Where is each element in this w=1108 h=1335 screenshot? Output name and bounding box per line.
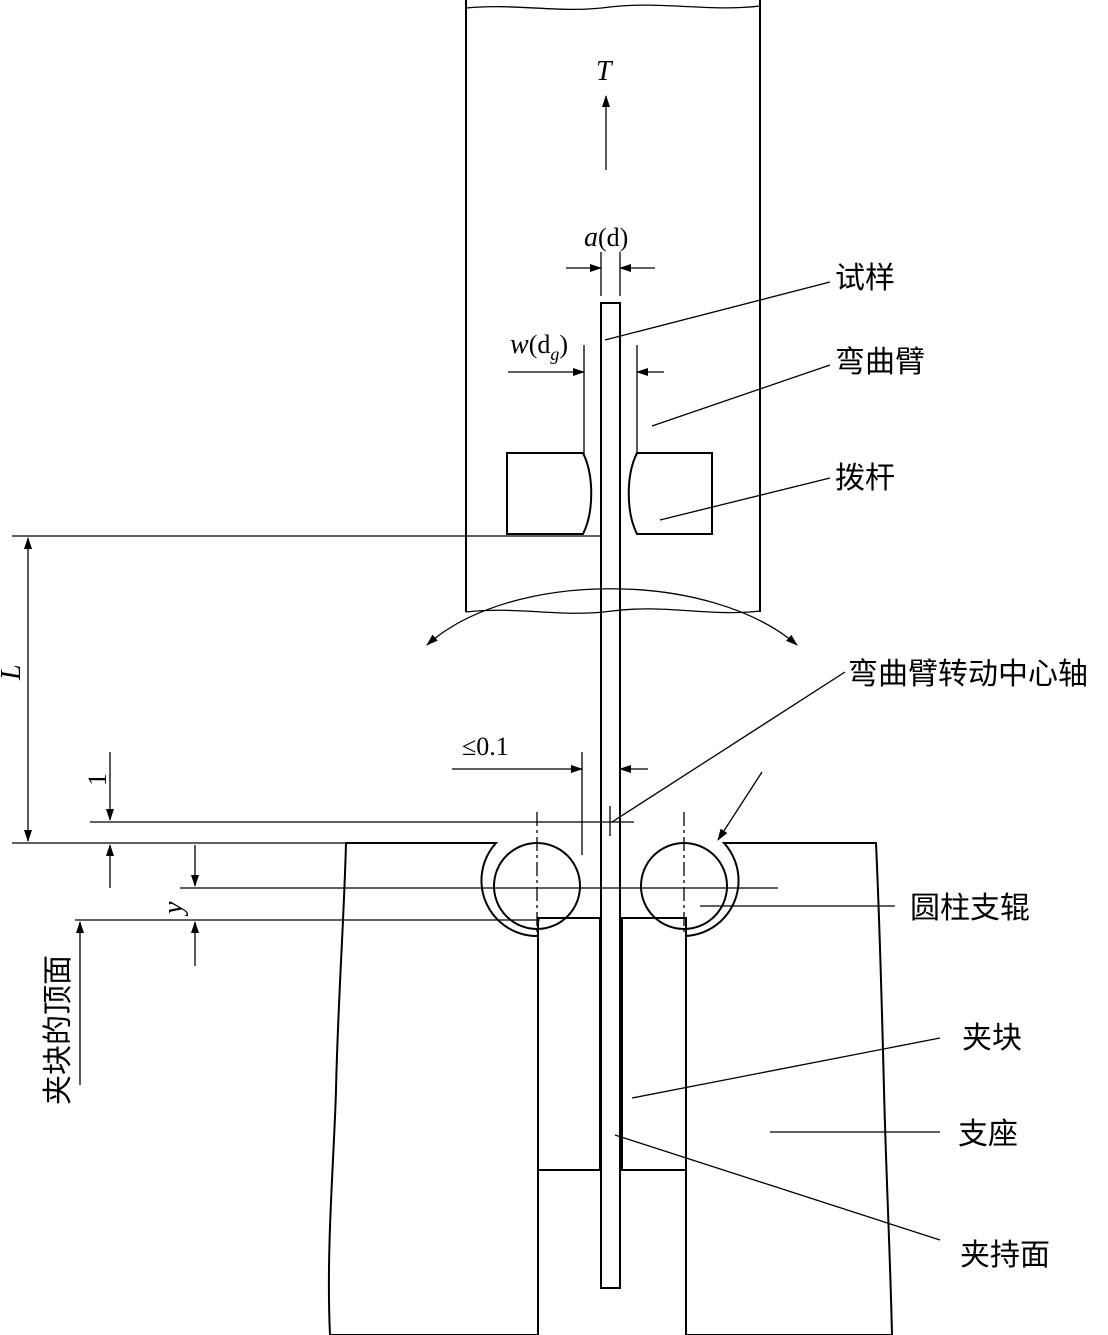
label-clamp-block: 夹块 (962, 1021, 1022, 1056)
rotation-axis-marker (90, 806, 634, 836)
label-bending-arm: 弯曲臂 (835, 345, 925, 380)
clearance-dimension (452, 752, 648, 855)
label-rotation-axis: 弯曲臂转动中心轴 (848, 657, 1088, 692)
lever-block-left (506, 452, 593, 535)
label-clamp-face: 夹持面 (960, 1238, 1050, 1273)
support-right (639, 842, 894, 1335)
gap-symbol: w(dg) (510, 329, 568, 364)
label-roller: 圆柱支辊 (910, 891, 1030, 926)
offset-value: 1 (83, 773, 112, 786)
label-lever: 拨杆 (835, 461, 895, 496)
clamp-block-right (621, 917, 687, 1171)
force-symbol: T (596, 56, 614, 87)
roller-height-symbol: y (158, 901, 189, 917)
leader-lines (604, 281, 941, 1241)
roller-height-dimension (75, 845, 778, 966)
rotation-arrows (426, 588, 798, 646)
length-symbol: L (0, 664, 27, 681)
gap-dimension (508, 345, 664, 455)
label-specimen: 试样 (835, 261, 895, 296)
thickness-symbol: a(d) (584, 222, 628, 253)
clearance-value: ≤0.1 (462, 732, 509, 761)
clamp-block-left (537, 917, 601, 1171)
support-left (327, 842, 581, 1335)
thickness-dimension (566, 252, 655, 296)
length-dimension (12, 535, 600, 844)
label-clamp-top-face: 夹块的顶面 (41, 955, 76, 1105)
specimen (600, 302, 621, 1289)
lever-block-right (627, 452, 713, 535)
label-support: 支座 (958, 1117, 1018, 1152)
bending-arm (465, 0, 761, 614)
